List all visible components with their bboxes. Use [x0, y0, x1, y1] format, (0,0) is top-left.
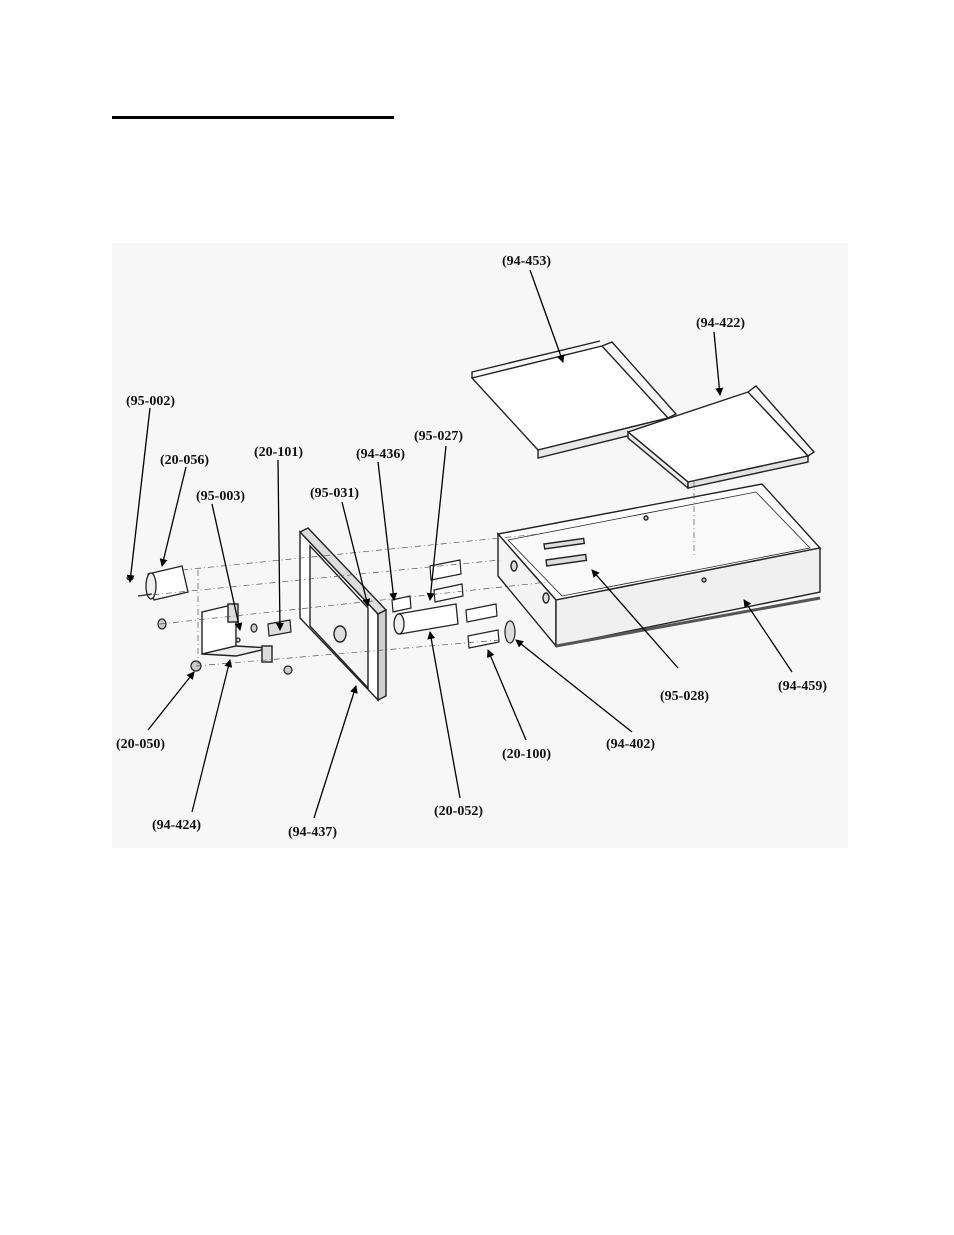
- tray-94-422: [626, 385, 816, 490]
- callout-20-101: (20-101): [254, 445, 303, 460]
- callout-95-003: (95-003): [196, 489, 245, 504]
- tube-20-056: [145, 565, 189, 601]
- tube-20-052: [393, 603, 459, 635]
- callout-95-031: (95-031): [310, 486, 359, 501]
- main-box-94-459: [496, 483, 822, 648]
- callout-95-028: (95-028): [660, 689, 709, 704]
- leader-arrows: [126, 269, 793, 819]
- callout-94-402: (94-402): [606, 737, 655, 752]
- callout-20-052: (20-052): [434, 804, 483, 819]
- callout-94-459: (94-459): [778, 679, 827, 694]
- u-bracket-94-424: [201, 603, 273, 663]
- callout-94-422: (94-422): [696, 316, 745, 331]
- callout-95-002: (95-002): [126, 394, 175, 409]
- callout-94-436: (94-436): [356, 447, 405, 462]
- callout-94-453: (94-453): [502, 254, 551, 269]
- callout-94-424: (94-424): [152, 818, 201, 833]
- assembly-centerlines: [139, 480, 695, 667]
- callout-20-056: (20-056): [160, 453, 209, 468]
- callout-labels: (94-453) (94-422) (95-002) (20-056) (95-…: [116, 254, 827, 840]
- callout-20-100: (20-100): [502, 747, 551, 762]
- callout-95-027: (95-027): [414, 429, 463, 444]
- callout-20-050: (20-050): [116, 737, 165, 752]
- title-underline: [112, 116, 394, 119]
- callout-94-437: (94-437): [288, 825, 337, 840]
